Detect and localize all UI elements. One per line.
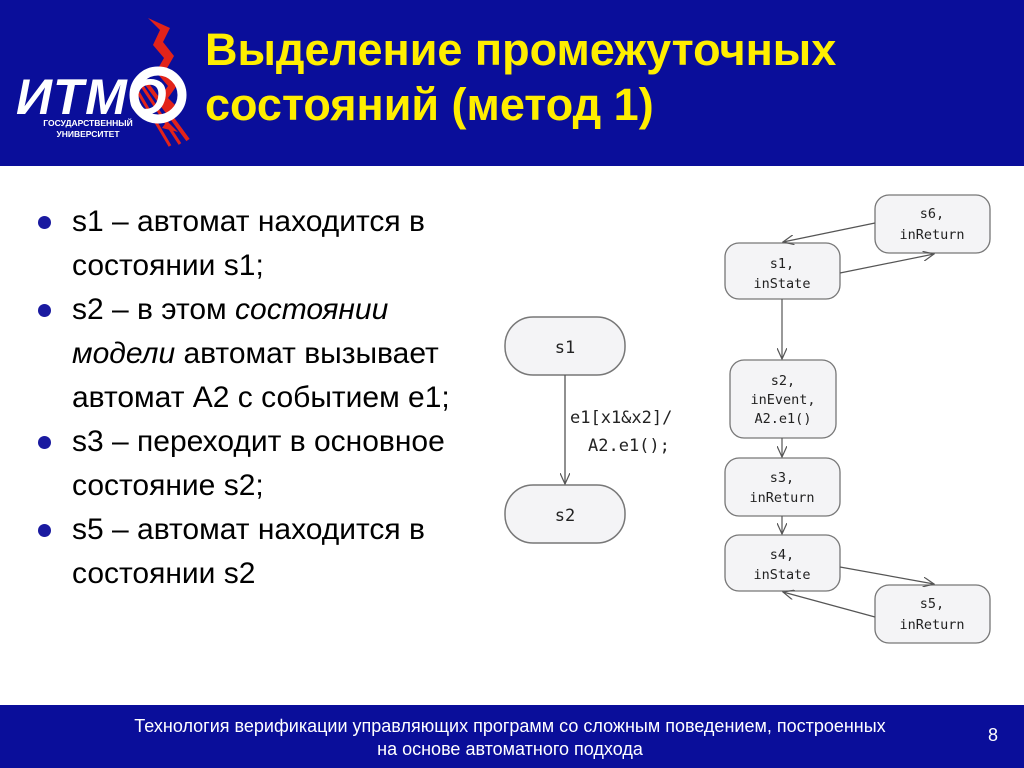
state-label: inEvent, — [750, 392, 815, 408]
footer-line2: на основе автоматного подхода — [377, 739, 643, 759]
slide-title: Выделение промежуточных состояний (метод… — [205, 22, 1010, 132]
transition-arrow — [783, 592, 876, 618]
state-node-s6 — [874, 194, 991, 254]
state-label: inState — [754, 567, 811, 583]
bullet-item: s1 – автомат находится в состоянии s1; — [38, 200, 498, 288]
state-label: s6, — [920, 206, 944, 222]
state-label: inReturn — [899, 617, 964, 633]
transition-arrow — [839, 254, 934, 274]
state-diagram: s1 s2 e1[x1&x2]/ A2.e1(); s6, inReturn s… — [504, 194, 991, 644]
transition-arrow — [783, 222, 876, 242]
state-label: A2.e1() — [755, 411, 812, 427]
bullet-dot-icon — [38, 304, 51, 317]
footer-bar: Технология верификации управляющих прогр… — [0, 705, 1024, 768]
logo-subtitle-line2: УНИВЕРСИТЕТ — [56, 129, 120, 139]
bullet-text: s3 – переходит в основное состояние s2; — [72, 425, 445, 502]
transition-label: A2.e1(); — [588, 436, 670, 456]
state-label: s1, — [770, 256, 794, 272]
state-label: s4, — [770, 547, 794, 563]
bullet-emphasis: состоянии модели — [72, 293, 389, 370]
state-label: s5, — [920, 596, 944, 612]
logo-wordmark: ИТМО — [16, 69, 168, 125]
bullet-list: s1 – автомат находится в состоянии s1; s… — [38, 200, 498, 596]
bullet-item: s2 – в этом состоянии модели автомат выз… — [38, 288, 498, 420]
logo-emblem-icon — [129, 18, 190, 147]
state-label: s2 — [555, 506, 575, 526]
state-node-s2-inevent — [729, 359, 837, 439]
logo-subtitle-line1: ГОСУДАРСТВЕННЫЙ — [43, 118, 133, 128]
itmo-logo: ИТМО ГОСУДАРСТВЕННЫЙ УНИВЕРСИТЕТ — [8, 10, 193, 160]
transition-arrow — [839, 566, 934, 584]
state-label: s3, — [770, 470, 794, 486]
slide-title-line2: состояний (метод 1) — [205, 79, 654, 130]
bullet-dot-icon — [38, 436, 51, 449]
bullet-dot-icon — [38, 524, 51, 537]
bullet-text: s5 – автомат находится в состоянии s2 — [72, 513, 425, 590]
state-label: inReturn — [749, 490, 814, 506]
state-label: s2, — [771, 373, 795, 389]
state-node-s2 — [504, 484, 626, 544]
bullet-text: автомат вызывает автомат A2 с событием e… — [72, 337, 450, 414]
page-number: 8 — [987, 725, 998, 745]
transition-label: e1[x1&x2]/ — [570, 408, 672, 428]
state-label: inState — [754, 276, 811, 292]
bullet-text: s2 – в этом — [72, 293, 236, 326]
state-node-s3 — [724, 457, 841, 517]
header-bar: ИТМО ГОСУДАРСТВЕННЫЙ УНИВЕРСИТЕТ Выделен… — [0, 0, 1024, 166]
state-node-s5 — [874, 584, 991, 644]
footer-caption: Технология верификации управляющих прогр… — [40, 715, 980, 761]
bullet-dot-icon — [38, 216, 51, 229]
state-label: s1 — [555, 338, 575, 358]
slide-title-line1: Выделение промежуточных — [205, 24, 837, 75]
bullet-item: s3 – переходит в основное состояние s2; — [38, 420, 498, 508]
footer-line1: Технология верификации управляющих прогр… — [134, 716, 886, 736]
bullet-item: s5 – автомат находится в состоянии s2 — [38, 508, 498, 596]
bullet-text: s1 – автомат находится в состоянии s1; — [72, 205, 425, 282]
state-label: inReturn — [899, 227, 964, 243]
